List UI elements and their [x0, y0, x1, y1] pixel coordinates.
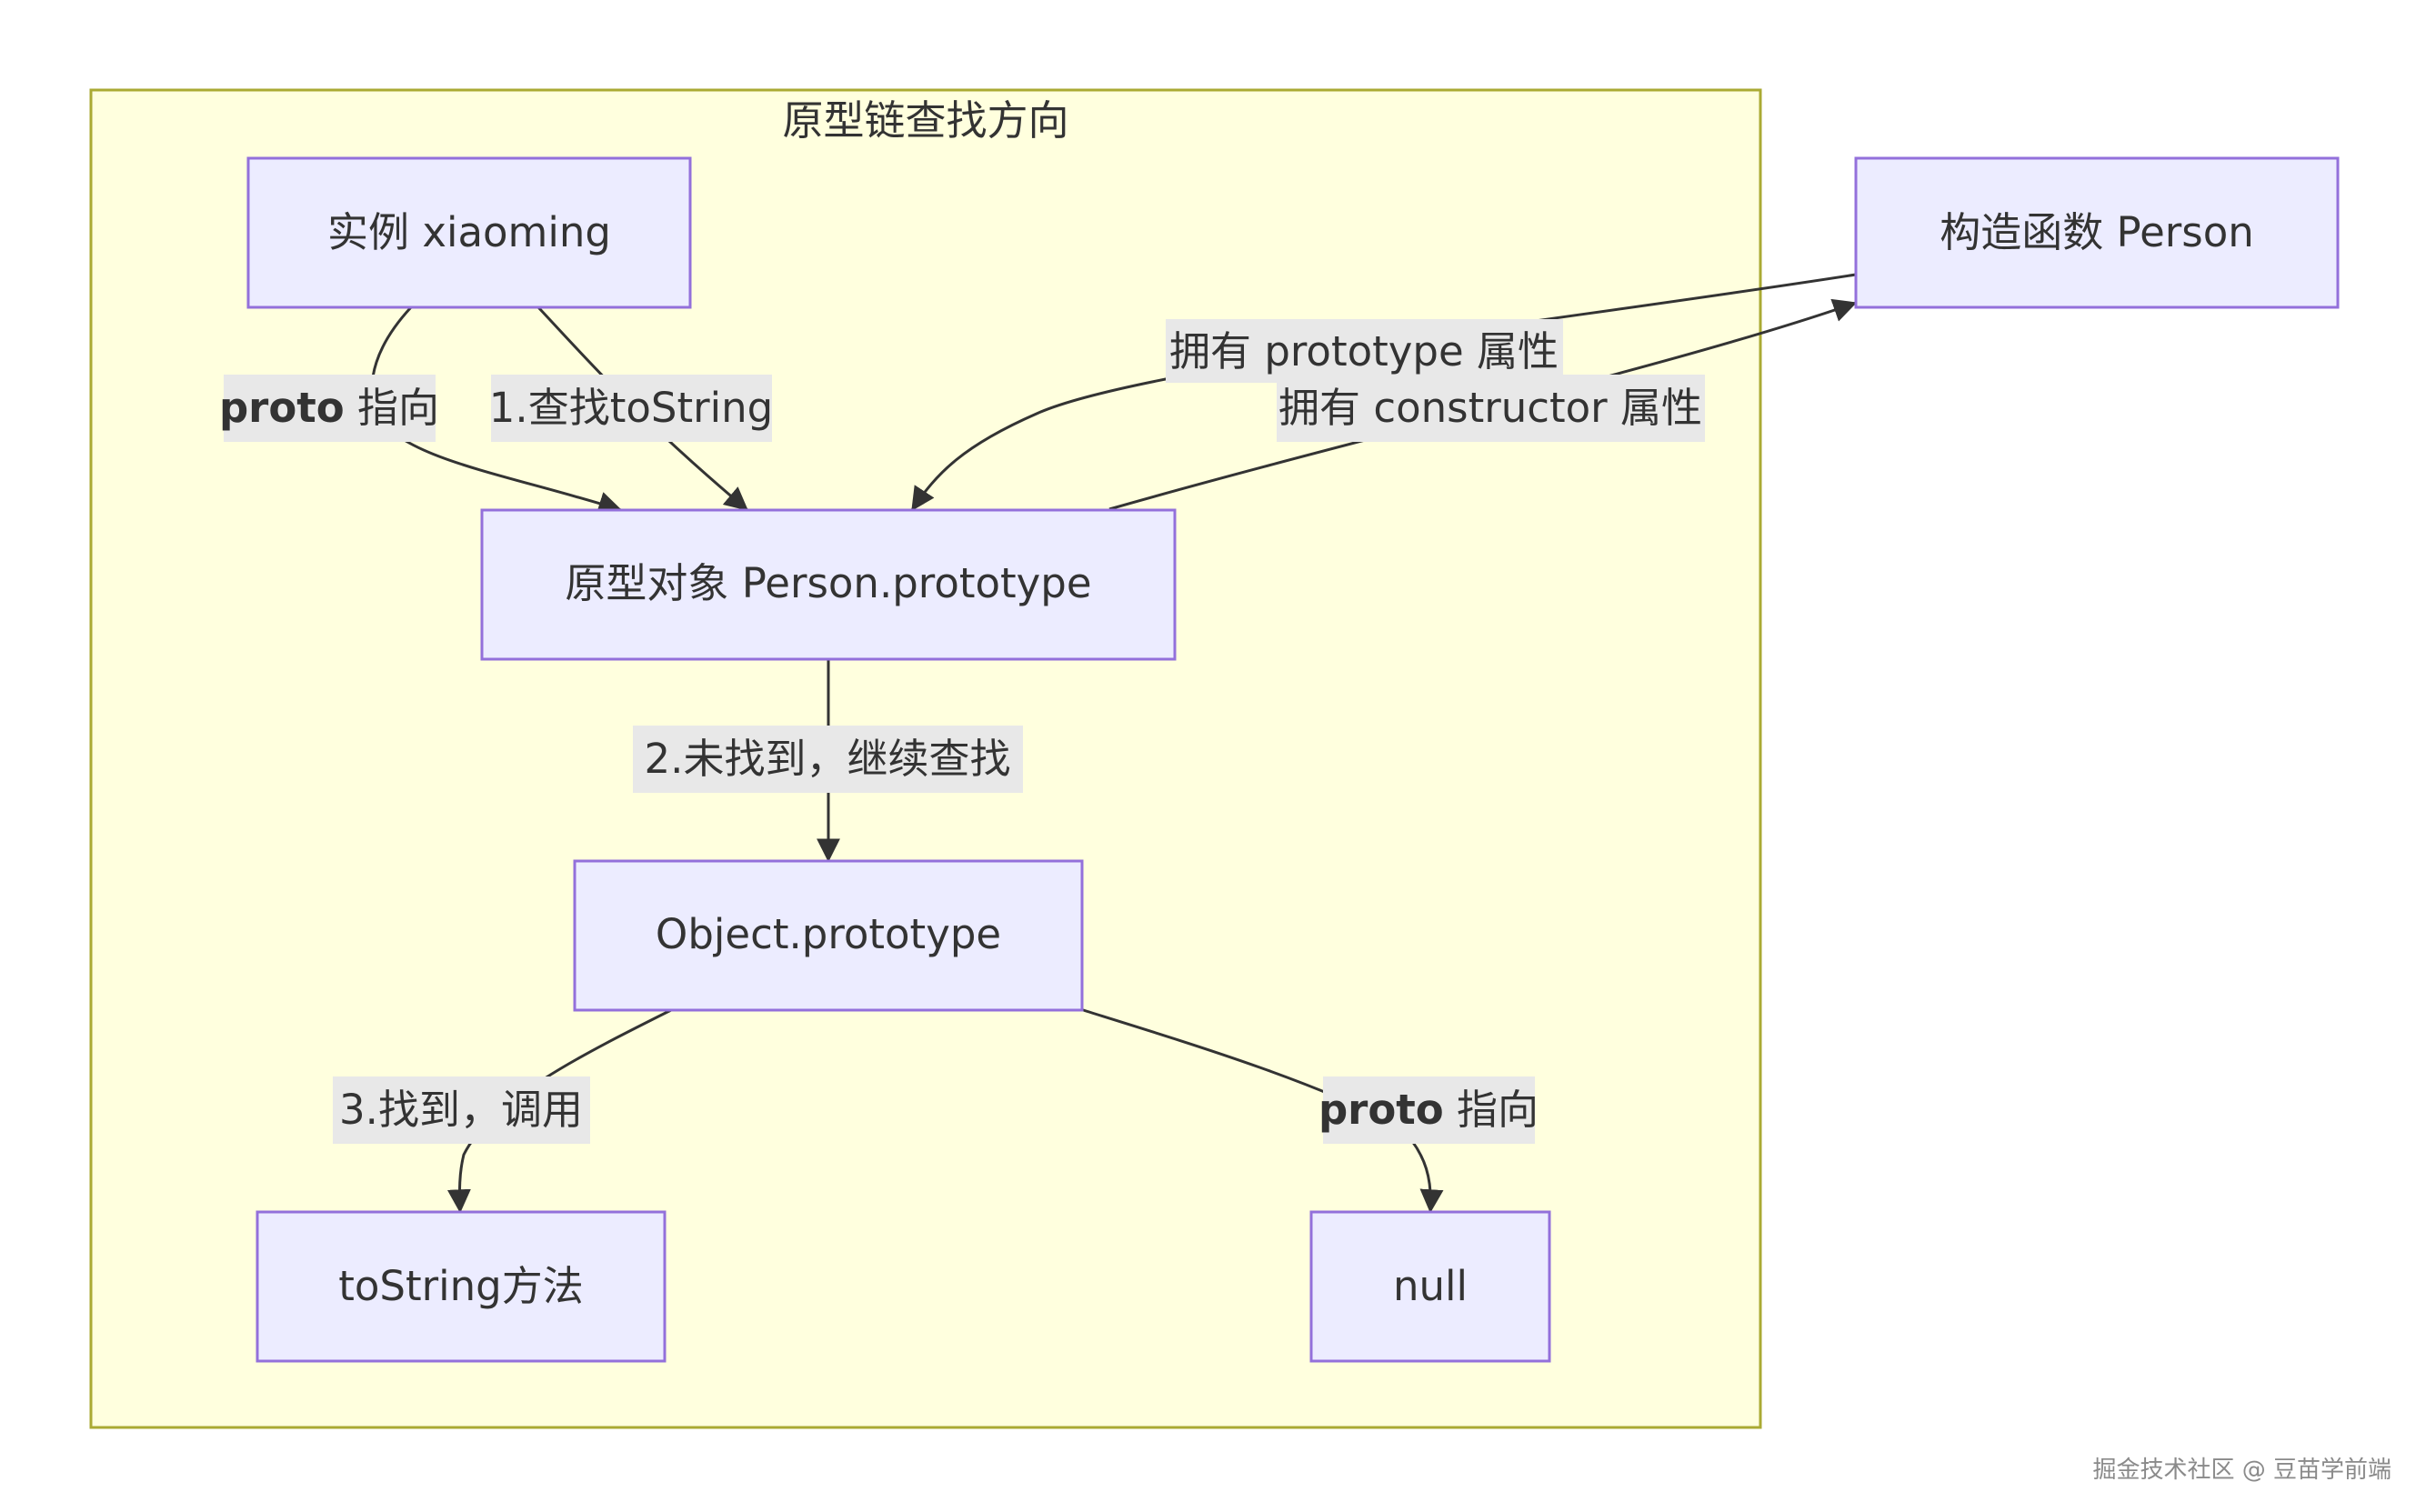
label-bold: proto [219, 384, 345, 432]
node-label: null [1393, 1262, 1468, 1310]
label-has-constructor: 拥有 constructor 属性 [1277, 375, 1705, 442]
node-box [1854, 156, 2340, 309]
node-label: toString方法 [338, 1262, 583, 1310]
node-tostring-method[interactable]: toString方法 [256, 1210, 667, 1363]
label-proto-2: proto 指向 [1318, 1076, 1539, 1144]
nodes: 实例 xiaoming 构造函数 Person 原型对象 Person.prot… [246, 156, 2340, 1363]
label-text: 3.找到，调用 [339, 1086, 583, 1134]
node-null[interactable]: null [1309, 1210, 1551, 1363]
edge-constructor-prototype [910, 273, 1857, 512]
label-text: 拥有 constructor 属性 [1278, 384, 1702, 432]
label-rest: 指向 [1444, 1086, 1539, 1134]
label-bg [333, 1076, 590, 1144]
watermark-text: 掘金技术社区 @ 豆苗学前端 [2092, 1457, 2391, 1484]
node-constructor-person[interactable]: 构造函数 Person [1854, 156, 2340, 309]
node-label: Object.prototype [656, 910, 1001, 958]
label-find-tostring: 1.查找toString [489, 375, 773, 442]
label-text: 拥有 prototype 属性 [1169, 327, 1559, 375]
label-not-found: 2.未找到，继续查找 [633, 726, 1023, 793]
label-bg [1277, 375, 1705, 442]
label-found-call: 3.找到，调用 [333, 1076, 590, 1144]
node-label: 实例 xiaoming [327, 208, 611, 256]
label-bg [1166, 319, 1563, 383]
node-label: 原型对象 Person.prototype [565, 559, 1091, 607]
label-bg [224, 375, 436, 442]
node-object-prototype[interactable]: Object.prototype [573, 859, 1084, 1012]
edge-labels: proto 指向 1.查找toString 拥有 prototype 属性 拥有… [219, 319, 1705, 1144]
label-proto-1: proto 指向 [219, 375, 439, 442]
label-bg [1323, 1076, 1535, 1144]
label-has-prototype: 拥有 prototype 属性 [1166, 319, 1563, 383]
label-text: 1.查找toString [489, 384, 773, 432]
node-box [480, 508, 1177, 661]
label-text: proto 指向 [1318, 1086, 1539, 1134]
node-instance-xiaoming[interactable]: 实例 xiaoming [246, 156, 692, 309]
node-label: 构造函数 Person [1940, 208, 2254, 256]
label-text: 2.未找到，继续查找 [645, 735, 1011, 783]
label-text: proto 指向 [219, 384, 439, 432]
node-box [573, 859, 1084, 1012]
node-box [246, 156, 692, 309]
label-bg [633, 726, 1023, 793]
label-rest: 指向 [345, 384, 439, 432]
label-bold: proto [1318, 1086, 1444, 1134]
label-bg [491, 375, 772, 442]
node-box [1309, 1210, 1551, 1363]
cluster-title: 原型链查找方向 [782, 96, 1068, 145]
node-box [256, 1210, 667, 1363]
node-person-prototype[interactable]: 原型对象 Person.prototype [480, 508, 1177, 661]
